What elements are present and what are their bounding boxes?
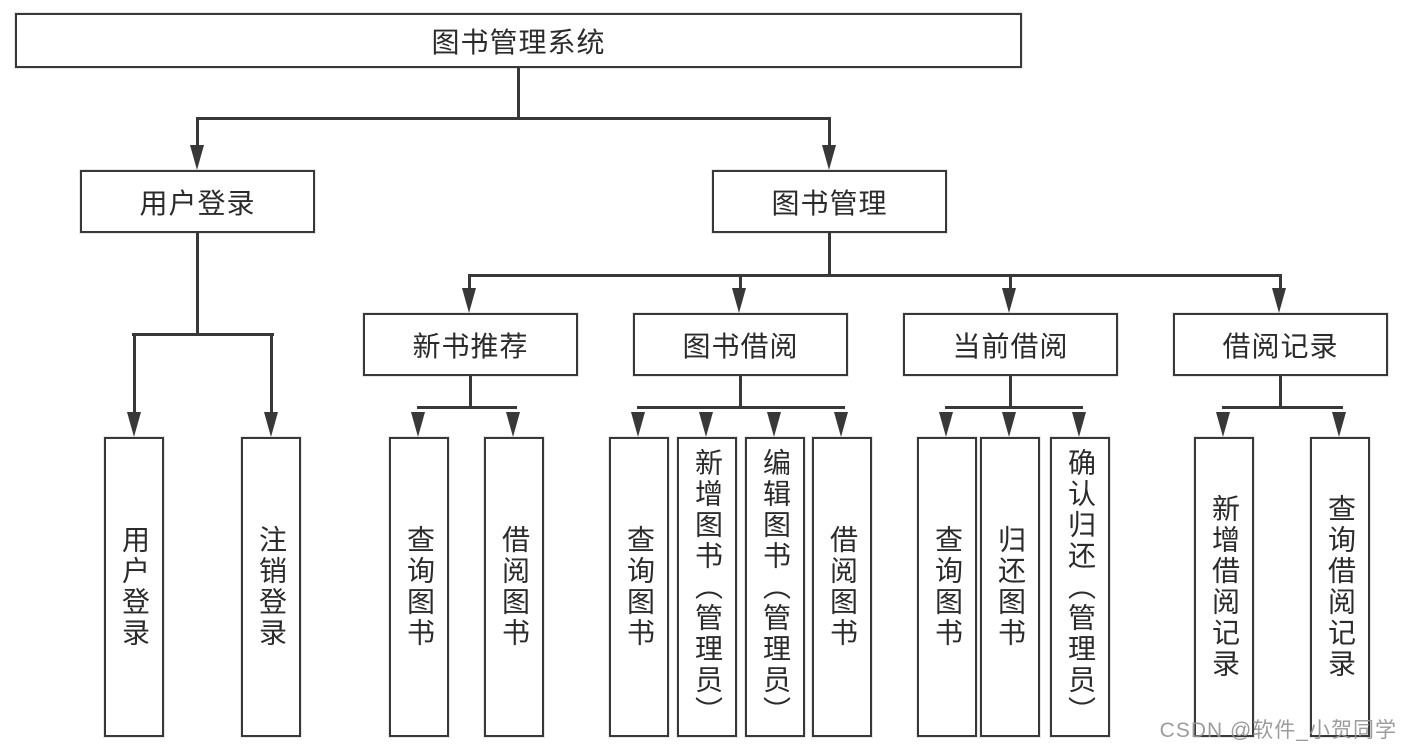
leaf-query-books-3: 查询图书 xyxy=(917,437,977,737)
arrowhead-leaf-logout xyxy=(264,412,278,437)
leaf-borrow-books-1-label: 借阅图书 xyxy=(499,525,530,649)
connector-drop-leaf-logout xyxy=(270,333,273,412)
leaf-query-books-1-label: 查询图书 xyxy=(404,525,435,649)
leaf-query-books-3-label: 查询图书 xyxy=(932,525,963,649)
connector-current-borrow-rail xyxy=(945,406,1083,409)
connector-drop-book-management xyxy=(828,117,831,146)
node-book-borrowing: 图书借阅 xyxy=(633,313,848,376)
arrowhead-user-login xyxy=(190,145,204,170)
arrowhead-query-books-3 xyxy=(939,412,953,437)
connector-root-rail xyxy=(196,117,831,120)
csdn-watermark: CSDN @软件_小贺同学 xyxy=(1159,719,1397,742)
leaf-logout-label: 注销登录 xyxy=(256,525,287,649)
leaf-confirm-return-admin: 确认归还（管理员） xyxy=(1050,437,1110,737)
leaf-edit-book-admin-label: 编辑图书（管理员） xyxy=(760,447,791,727)
connector-drop-leaf-user-login xyxy=(133,333,136,412)
arrowhead-query-books-2 xyxy=(631,412,645,437)
connector-book-borrow-stem xyxy=(739,376,742,409)
connector-borrow-records-rail xyxy=(1222,406,1343,409)
connector-drop-user-login xyxy=(196,117,199,146)
connector-user-login-rail xyxy=(132,333,274,336)
leaf-query-books-1: 查询图书 xyxy=(389,437,449,737)
arrowhead-current-borrow xyxy=(1002,288,1016,313)
connector-borrow-records-stem xyxy=(1279,376,1282,409)
leaf-add-book-admin: 新增图书（管理员） xyxy=(677,437,737,737)
connector-book-borrow-rail xyxy=(637,406,845,409)
arrowhead-edit-book xyxy=(767,412,781,437)
arrowhead-confirm-return xyxy=(1072,412,1086,437)
leaf-query-books-2: 查询图书 xyxy=(609,437,669,737)
leaf-return-book-label: 归还图书 xyxy=(995,525,1026,649)
arrowhead-borrow-records xyxy=(1272,288,1286,313)
arrowhead-new-book xyxy=(462,288,476,313)
leaf-logout: 注销登录 xyxy=(241,437,301,737)
arrowhead-leaf-user-login xyxy=(127,412,141,437)
node-current-borrowing: 当前借阅 xyxy=(903,313,1118,376)
leaf-user-login: 用户登录 xyxy=(104,437,164,737)
leaf-confirm-return-admin-label: 确认归还（管理员） xyxy=(1065,447,1096,727)
node-library-management-system: 图书管理系统 xyxy=(15,13,1022,68)
connector-book-management-stem xyxy=(828,233,831,277)
connector-root-stem xyxy=(517,68,520,119)
node-user-login: 用户登录 xyxy=(80,170,315,233)
arrowhead-return-book xyxy=(1002,412,1016,437)
leaf-borrow-books-2: 借阅图书 xyxy=(812,437,872,737)
leaf-add-borrow-record: 新增借阅记录 xyxy=(1194,437,1254,737)
arrowhead-borrow-books-1 xyxy=(506,412,520,437)
leaf-return-book: 归还图书 xyxy=(980,437,1040,737)
leaf-add-borrow-record-label: 新增借阅记录 xyxy=(1209,494,1240,680)
connector-book-management-rail xyxy=(468,274,1282,277)
connector-new-book-stem xyxy=(469,376,472,409)
connector-drop-new-book xyxy=(468,274,471,290)
connector-current-borrow-stem xyxy=(1009,376,1012,409)
connector-new-book-rail xyxy=(417,406,517,409)
arrowhead-add-borrow-record xyxy=(1216,412,1230,437)
leaf-borrow-books-1: 借阅图书 xyxy=(484,437,544,737)
arrowhead-query-books-1 xyxy=(411,412,425,437)
leaf-edit-book-admin: 编辑图书（管理员） xyxy=(745,437,805,737)
arrowhead-query-borrow-record xyxy=(1332,412,1346,437)
leaf-add-book-admin-label: 新增图书（管理员） xyxy=(692,447,723,727)
arrowhead-book-management xyxy=(822,145,836,170)
leaf-user-login-label: 用户登录 xyxy=(119,525,150,649)
connector-drop-book-borrow xyxy=(739,274,742,290)
node-borrowing-records: 借阅记录 xyxy=(1173,313,1388,376)
leaf-query-borrow-record-label: 查询借阅记录 xyxy=(1325,494,1356,680)
node-book-management: 图书管理 xyxy=(712,170,947,233)
connector-drop-current-borrow xyxy=(1009,274,1012,290)
leaf-query-books-2-label: 查询图书 xyxy=(624,525,655,649)
node-new-book-recommendation: 新书推荐 xyxy=(363,313,578,376)
arrowhead-borrow-books-2 xyxy=(834,412,848,437)
arrowhead-add-book xyxy=(699,412,713,437)
connector-user-login-stem xyxy=(196,233,199,336)
leaf-query-borrow-record: 查询借阅记录 xyxy=(1310,437,1370,737)
leaf-borrow-books-2-label: 借阅图书 xyxy=(827,525,858,649)
connector-drop-borrow-records xyxy=(1279,274,1282,290)
arrowhead-book-borrow xyxy=(732,288,746,313)
